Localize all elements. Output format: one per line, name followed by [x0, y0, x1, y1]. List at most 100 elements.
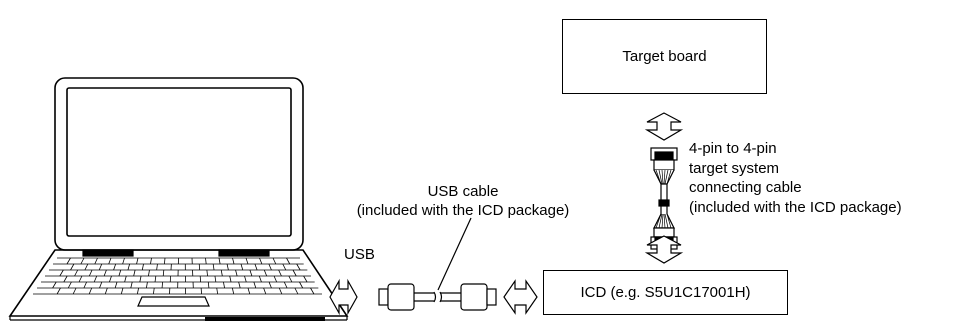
icd-box: ICD (e.g. S5U1C17001H)	[543, 270, 788, 315]
laptop-illustration	[8, 77, 349, 321]
keyboard-key-divider	[70, 263, 75, 271]
keyboard-key-divider	[226, 263, 229, 271]
usb-label: USB	[344, 246, 375, 263]
icd-target-arrow	[644, 235, 684, 264]
keyboard-key-divider	[136, 287, 139, 295]
keyboard-key-divider	[205, 257, 207, 265]
keyboard-key-divider	[146, 281, 148, 289]
keyboard-key-divider	[133, 269, 136, 277]
keyboard-key-divider	[249, 269, 253, 277]
keyboard-key-divider	[162, 269, 165, 277]
keyboard-key-divider	[278, 269, 282, 277]
keyboard-key-divider	[273, 275, 278, 283]
keyboard-key-divider	[240, 263, 244, 271]
keyboard-key-divider	[283, 281, 288, 289]
keyboard-key-divider	[98, 263, 103, 271]
keyboard-key-divider	[216, 287, 219, 295]
usb-cable-label-line1: USB cable	[427, 183, 499, 200]
keyboard-key-divider	[232, 257, 235, 265]
keyboard-key-divider	[244, 275, 247, 283]
keyboard-key-divider	[214, 275, 217, 283]
keyboard-key-divider	[231, 287, 235, 295]
target-cable-label-line1: 4-pin to 4-pin	[689, 140, 777, 157]
ribbon-wire	[666, 169, 672, 185]
keyboard-key-divider	[141, 263, 144, 271]
keyboard-key-divider	[310, 287, 315, 295]
keyboard-key-divider	[278, 287, 283, 295]
keyboard-key-divider	[235, 269, 238, 277]
ribbon-wire	[661, 169, 664, 185]
keyboard-key-divider	[286, 257, 291, 265]
keyboard-key-divider	[296, 263, 301, 271]
keyboard-key-divider	[263, 287, 267, 295]
ribbon-wire	[658, 213, 663, 229]
keyboard-key-divider	[108, 257, 112, 265]
keyboard-key-divider	[66, 257, 71, 265]
keyboard-key-divider	[124, 275, 127, 283]
keyboard-key-divider	[156, 263, 158, 271]
icd-usb-arrow	[503, 279, 538, 315]
usb-cable-icon	[378, 283, 497, 311]
keyboard-key-divider	[150, 257, 152, 265]
keyboard-key-divider	[268, 263, 272, 271]
keyboard-key-divider	[245, 257, 249, 265]
keyboard-key-divider	[223, 281, 225, 289]
keyboard-key-divider	[238, 281, 241, 289]
keyboard-key-divider	[258, 275, 262, 283]
keyboard-key-divider	[63, 275, 68, 283]
keyboard-key-divider	[94, 257, 98, 265]
keyboard-key-divider	[292, 269, 297, 277]
keyboard-key-divider	[268, 281, 272, 289]
target-cable-label-line2: target system	[689, 159, 780, 177]
keyboard-key-divider	[164, 257, 166, 265]
keyboard-key-divider	[83, 281, 87, 289]
keyboard-key-divider	[99, 281, 103, 289]
keyboard-key-divider	[113, 263, 117, 271]
keyboard-key-divider	[218, 257, 221, 265]
keyboard-key-divider	[136, 257, 139, 265]
keyboard-key-divider	[109, 275, 112, 283]
target-cable-label: 4-pin to 4-pin target system connecting …	[689, 139, 902, 217]
ribbon-wire	[658, 169, 663, 185]
keyboard-key-divider	[303, 275, 308, 283]
keyboard-key-divider	[282, 263, 287, 271]
keyboard-key-divider	[272, 257, 277, 265]
keyboard-key-divider	[139, 275, 142, 283]
keyboard-key-divider	[130, 281, 133, 289]
usb-cable-label: USB cable (included with the ICD package…	[330, 182, 596, 220]
keyboard-key-divider	[154, 275, 157, 283]
keyboard-key-divider	[206, 269, 208, 277]
ribbon-wire	[663, 169, 666, 185]
ribbon-wire	[664, 213, 669, 229]
target-cable-icon	[650, 147, 678, 250]
target-cable-label-line4: (included with the ICD package)	[689, 198, 902, 216]
ribbon-wire	[655, 169, 662, 185]
keyboard-key-divider	[259, 257, 263, 265]
keyboard-key-divider	[84, 263, 89, 271]
keyboard-key-divider	[122, 257, 125, 265]
keyboard-key-divider	[263, 269, 268, 277]
keyboard-key-divider	[148, 269, 150, 277]
target-board-arrow	[644, 112, 684, 141]
keyboard-key-divider	[114, 281, 118, 289]
keyboard-key-divider	[207, 281, 210, 289]
keyboard-key-divider	[253, 281, 257, 289]
target-board-label: Target board	[622, 48, 707, 65]
keyboard-key-divider	[78, 275, 83, 283]
keyboard-key-divider	[120, 287, 124, 295]
usb-port-arrow	[329, 278, 358, 316]
keyboard-key-divider	[88, 287, 93, 295]
keyboard-key-divider	[59, 269, 64, 277]
keyboard-key-divider	[294, 287, 299, 295]
ribbon-wire	[661, 213, 664, 229]
keyboard-key-divider	[127, 263, 130, 271]
keyboard-key-divider	[118, 269, 122, 277]
target-board-box: Target board	[562, 19, 767, 94]
keyboard-key-divider	[56, 287, 61, 295]
keyboard-key-divider	[93, 275, 98, 283]
usb-cable-leader-line	[437, 217, 472, 291]
ribbon-wire	[666, 213, 672, 229]
target-cable-label-line3: connecting cable	[689, 179, 802, 196]
keyboard-key-divider	[229, 275, 232, 283]
